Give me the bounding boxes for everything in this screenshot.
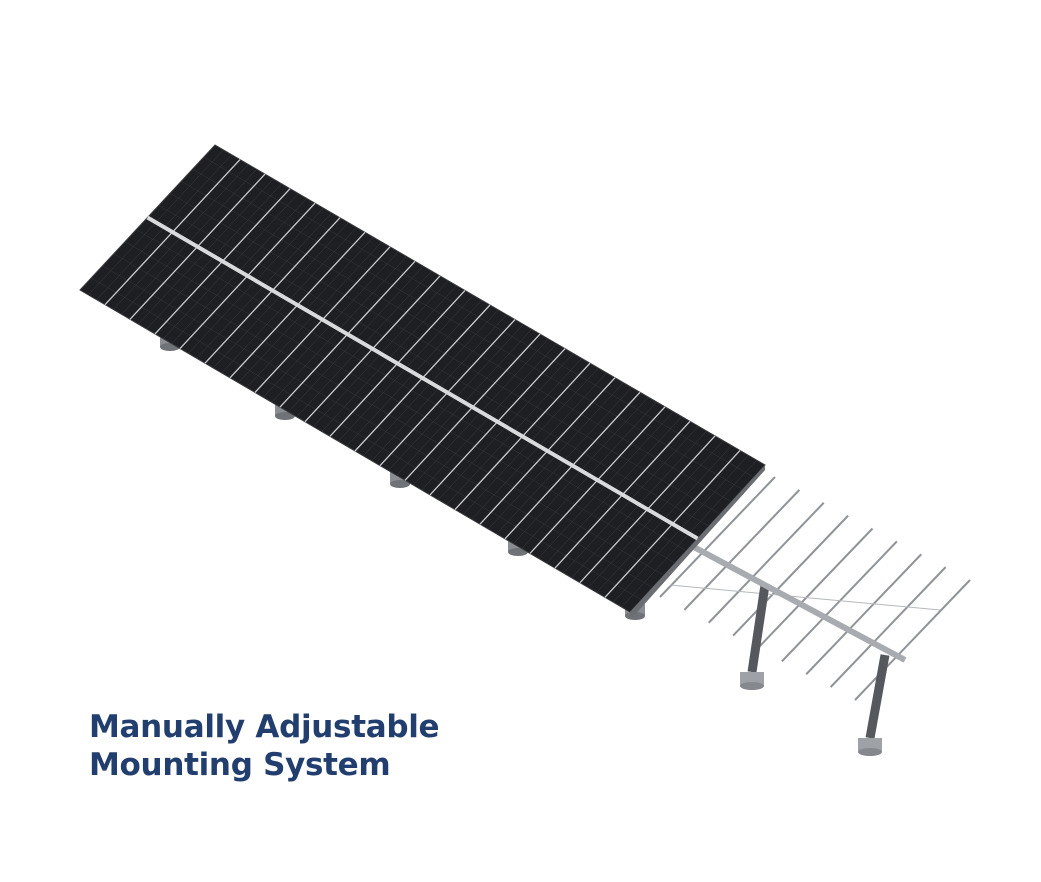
post-footing [740, 672, 764, 686]
support-arm [732, 514, 849, 637]
footing-base [625, 612, 645, 620]
post-footing-base [740, 682, 764, 690]
support-arm [708, 502, 825, 624]
caption-line-1: Manually Adjustable [89, 709, 440, 745]
post [865, 654, 890, 739]
footing-base [508, 548, 528, 556]
footing-base [275, 412, 295, 420]
torque-tube [688, 542, 907, 663]
cross-wire [669, 584, 941, 611]
post-footing [858, 738, 882, 752]
support-arm [829, 566, 947, 688]
support-arm [756, 527, 874, 650]
support-arm [854, 579, 971, 701]
caption-line-2: Mounting System [89, 747, 391, 783]
support-arm [805, 553, 922, 675]
support-arm [781, 540, 898, 663]
post [747, 584, 770, 673]
center-rail [146, 215, 699, 541]
support-arm [659, 476, 776, 598]
support-arm [683, 489, 801, 611]
footing-base [390, 480, 410, 488]
panel-frame-edge [630, 465, 765, 618]
caption-title: Manually Adjustable Mounting System [89, 708, 440, 784]
post-footing-base [858, 748, 882, 756]
